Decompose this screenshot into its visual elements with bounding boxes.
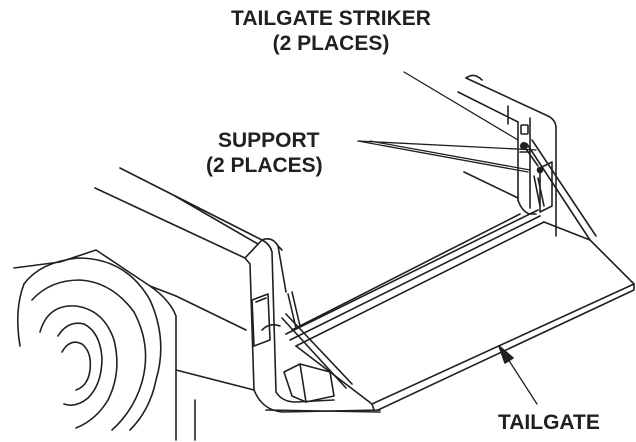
label-support-line1: SUPPORT	[218, 129, 320, 152]
bed-side-panel	[13, 167, 381, 441]
bumper-step	[283, 363, 335, 403]
label-tailgate-text: TAILGATE	[498, 411, 600, 434]
rear-wheel	[16, 257, 162, 431]
bed-side-right	[457, 74, 557, 237]
label-tailgate-striker-line2: (2 PLACES)	[272, 32, 390, 55]
support-cable-right	[523, 139, 597, 241]
leader-support-1	[357, 140, 529, 173]
leader-support-2	[369, 140, 531, 171]
leader-support-3	[357, 140, 537, 151]
label-tailgate: TAILGATE	[498, 410, 636, 435]
leader-striker	[403, 71, 519, 141]
label-tailgate-striker: TAILGATE STRIKER (2 PLACES)	[196, 6, 466, 56]
label-tailgate-striker-line1: TAILGATE STRIKER	[231, 7, 431, 30]
label-support: SUPPORT (2 PLACES)	[206, 128, 366, 178]
tail-light-left	[251, 293, 271, 347]
leader-tailgate	[498, 345, 538, 405]
leader-lines	[357, 71, 537, 173]
tailgate-panel	[285, 209, 635, 411]
label-support-line2: (2 PLACES)	[206, 154, 323, 177]
